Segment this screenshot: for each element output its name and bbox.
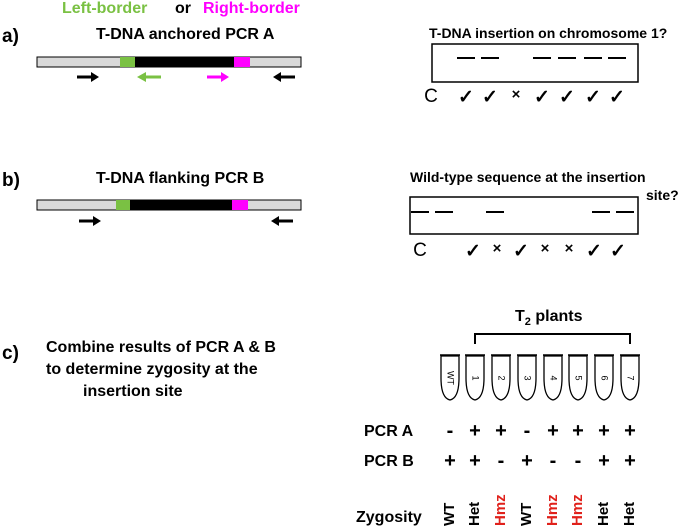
lane-mark-3: ✓	[513, 241, 529, 262]
pcr-b-sign-2: -	[497, 450, 505, 472]
primers-b	[79, 216, 293, 226]
lane-mark-0: C	[424, 86, 438, 107]
panel-b-label: b)	[2, 170, 20, 191]
primer-rb-arrow-a	[207, 72, 229, 82]
lane-mark-2: ×	[492, 240, 502, 257]
pcr-b-sign-0: +	[444, 450, 456, 472]
tube-0: WT	[440, 354, 460, 401]
tdna-insert-b	[116, 200, 248, 210]
tubes: WT 1 2 3 4 5 6 7	[440, 354, 640, 401]
zygosity-value-4: Hmz	[544, 494, 561, 526]
pcr-b-sign-4: -	[549, 450, 557, 472]
pcr-a-sign-0: -	[446, 420, 454, 442]
zygosity-value-5: Hmz	[569, 494, 586, 526]
tube-label: 4	[549, 375, 559, 380]
t2-plants-label: T2 plants	[515, 308, 582, 328]
construct-a	[36, 56, 302, 68]
tube-label: 3	[523, 375, 533, 380]
lane-mark-1: ✓	[465, 241, 481, 262]
tube-4: 4	[543, 354, 563, 401]
primer-forward-arrow-b	[79, 216, 101, 226]
tube-6: 6	[594, 354, 614, 401]
zygosity-value-7: Het	[621, 501, 638, 526]
panel-c-text-line2: to determine zygosity at the	[46, 361, 258, 378]
gel-b	[409, 196, 639, 235]
right-border-a	[234, 57, 250, 67]
lane-mark-2: ✓	[482, 87, 498, 108]
tube-1: 1	[465, 354, 485, 401]
pcr-a-label: PCR A	[364, 423, 414, 440]
pcr-a-sign-3: -	[523, 420, 531, 442]
legend-right-border: Right-border	[203, 0, 300, 17]
legend-or: or	[175, 0, 191, 17]
zygosity-value-3: WT	[518, 502, 535, 526]
lane-mark-6: ✓	[585, 87, 601, 108]
panel-a-question: T-DNA insertion on chromosome 1?	[429, 25, 668, 41]
lane-mark-5: ×	[564, 240, 574, 257]
pcr-a-sign-6: +	[598, 420, 610, 442]
tube-5: 5	[568, 354, 588, 401]
primer-reverse-arrow-b	[271, 216, 293, 226]
tdna-insert-a	[120, 57, 250, 67]
panel-a-label: a)	[2, 26, 19, 47]
t2-plants-sub: 2	[524, 316, 531, 329]
primer-forward-arrow-a	[77, 72, 99, 82]
tube-label: 1	[471, 375, 481, 380]
pcr-b-sign-7: +	[624, 450, 636, 472]
pcr-b-sign-5: -	[574, 450, 582, 472]
primers-a	[77, 72, 295, 82]
lane-mark-5: ✓	[559, 87, 575, 108]
primer-lb-arrow-a	[137, 72, 161, 82]
pcr-a-sign-5: +	[572, 420, 584, 442]
construct-b	[36, 199, 302, 211]
zygosity-value-2: Hmz	[492, 494, 509, 526]
pcr-a-sign-7: +	[624, 420, 636, 442]
pcr-b-label: PCR B	[364, 453, 414, 470]
lane-mark-7: ✓	[610, 241, 626, 262]
tube-label: 7	[626, 375, 636, 380]
left-border-a	[120, 57, 135, 67]
panel-b-title: T-DNA flanking PCR B	[96, 170, 265, 187]
legend-left-border: Left-border	[62, 0, 148, 17]
gel-a	[431, 43, 639, 83]
panel-b-question-line1: Wild-type sequence at the insertion	[410, 169, 646, 185]
lane-mark-6: ✓	[586, 241, 602, 262]
panel-b-question-line2: site?	[646, 187, 679, 203]
tube-2: 2	[491, 354, 511, 401]
t2-plants-t: T	[515, 308, 525, 325]
panel-c-text-line3: insertion site	[83, 383, 183, 400]
zygosity-label: Zygosity	[356, 509, 422, 526]
primer-reverse-arrow-a	[273, 72, 295, 82]
pcr-a-sign-4: +	[547, 420, 559, 442]
zygosity-value-0: WT	[441, 502, 458, 526]
zygosity-value-1: Het	[466, 501, 483, 526]
pcr-b-sign-1: +	[469, 450, 481, 472]
lane-mark-7: ✓	[609, 87, 625, 108]
pcr-a-sign-1: +	[469, 420, 481, 442]
lane-mark-4: ×	[540, 240, 550, 257]
tube-label: 5	[574, 375, 584, 380]
t2-bracket	[474, 333, 631, 344]
pcr-a-sign-2: +	[495, 420, 507, 442]
lane-mark-4: ✓	[534, 87, 550, 108]
lane-mark-1: ✓	[458, 87, 474, 108]
lane-mark-0: C	[413, 240, 427, 261]
tube-label: 2	[497, 375, 507, 380]
tube-label: WT	[446, 371, 456, 385]
panel-c-label: c)	[2, 343, 19, 364]
tube-3: 3	[517, 354, 537, 401]
left-border-b	[116, 200, 130, 210]
tube-7: 7	[620, 354, 640, 401]
right-border-b	[232, 200, 248, 210]
panel-c-text-line1: Combine results of PCR A & B	[46, 339, 276, 356]
t2-plants-suffix: plants	[530, 308, 583, 325]
pcr-b-sign-6: +	[598, 450, 610, 472]
lane-mark-3: ×	[511, 86, 521, 103]
panel-a-title: T-DNA anchored PCR A	[96, 26, 275, 43]
zygosity-value-6: Het	[595, 501, 612, 526]
pcr-b-sign-3: +	[521, 450, 533, 472]
tube-label: 6	[600, 375, 610, 380]
